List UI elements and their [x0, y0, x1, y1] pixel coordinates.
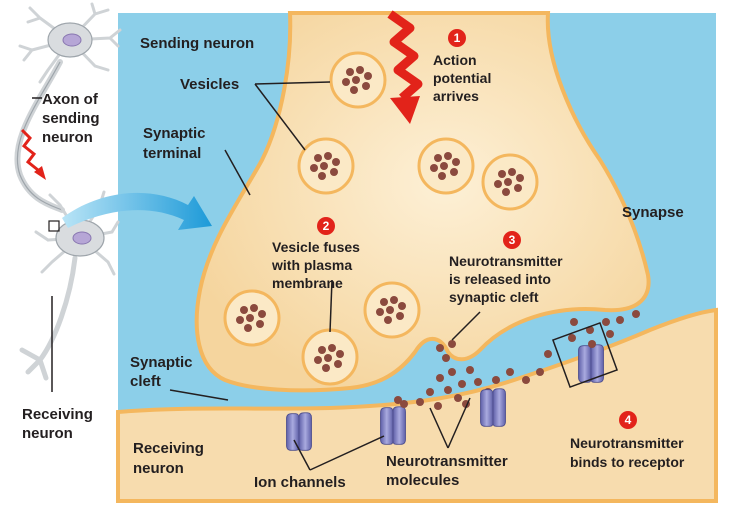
step-3-number: 3	[509, 233, 516, 247]
label-receiving-neuron-left: Receiving neuron	[22, 406, 97, 442]
step-2: 2 Vesicle fuses with plasma membrane	[271, 217, 364, 291]
vesicle	[481, 153, 539, 211]
vesicle	[297, 137, 355, 195]
label-synaptic-cleft: Synaptic cleft	[130, 354, 197, 390]
label-synaptic-terminal: Synaptic terminal	[143, 125, 210, 162]
action-potential-arrow	[387, 10, 423, 102]
step-4-badge	[619, 411, 637, 429]
receptor-highlight-box	[551, 321, 619, 389]
label-vesicles: Vesicles	[180, 76, 239, 93]
label-synapse: Synapse	[622, 204, 684, 221]
step-4-text: Neurotransmitter binds to receptor	[570, 435, 687, 470]
zoom-arrow	[62, 192, 212, 230]
label-axon-of-sending-neuron: Axon of sending neuron	[42, 91, 104, 146]
step-1: 1 Action potential arrives	[433, 29, 495, 104]
label-neurotransmitter-molecules: Neurotransmitter molecules	[386, 453, 512, 489]
step-3-text: Neurotransmitter is released into synapt…	[449, 253, 566, 305]
step-2-text: Vesicle fuses with plasma membrane	[271, 239, 364, 291]
label-receiving-neuron-bottom: Receiving neuron	[133, 440, 208, 477]
action-potential-small-arrow	[20, 128, 39, 172]
synaptic-terminal	[194, 11, 651, 393]
step-2-number: 2	[323, 219, 330, 233]
step-4-number: 4	[625, 413, 632, 427]
vesicle	[329, 51, 387, 109]
neuron-illustration	[14, 2, 122, 381]
vesicle	[417, 137, 475, 195]
leader-lines	[32, 81, 481, 471]
step-4: 4 Neurotransmitter binds to receptor	[570, 411, 687, 470]
step-1-text: Action potential arrives	[433, 52, 495, 104]
step-3: 3 Neurotransmitter is released into syna…	[449, 231, 566, 305]
label-ion-channels: Ion channels	[254, 474, 346, 491]
step-1-number: 1	[454, 31, 461, 45]
vesicle-fusing	[301, 328, 359, 386]
label-sending-neuron: Sending neuron	[140, 35, 254, 52]
step-2-badge	[317, 217, 335, 235]
vesicle	[223, 289, 281, 347]
step-1-badge	[448, 29, 466, 47]
receiving-neuron-membrane	[116, 307, 718, 503]
vesicles	[223, 51, 539, 386]
vesicle	[363, 281, 421, 339]
step-3-badge	[503, 231, 521, 249]
